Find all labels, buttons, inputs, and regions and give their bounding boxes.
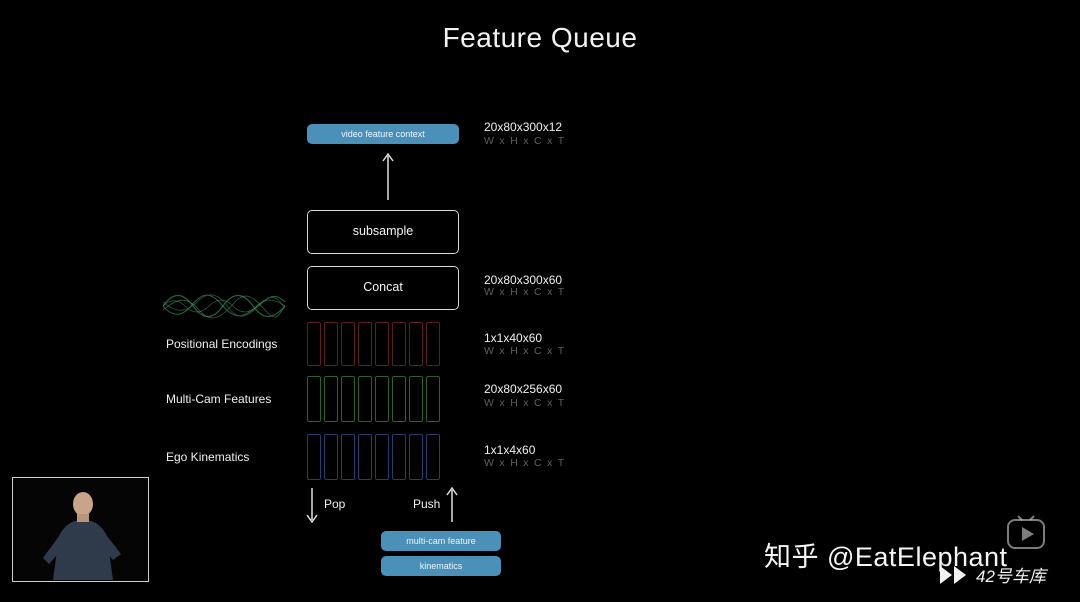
pop-label: Pop [324,497,346,511]
play-logo-icon [1007,515,1045,549]
ego-kinematics-cell [324,434,338,480]
output-label: video feature context [341,129,425,139]
row-dims-ego-kinematics: 1x1x4x60 [484,443,536,457]
multi-cam-feature-cell [307,376,321,422]
speaker-video-inset [12,477,149,582]
row-dims-axes-positional-encodings: W x H x C x T [484,345,566,357]
ego-kinematics-queue [307,434,440,480]
slide-title: Feature Queue [442,22,638,53]
input-multi-cam-feature: multi-cam feature [381,531,501,551]
concat-dims: 20x80x300x60 [484,273,563,287]
multi-cam-feature-cell [375,376,389,422]
ego-kinematics-cell [409,434,423,480]
garage-watermark-text: 42号车库 [976,567,1046,586]
subsample-box: subsample [307,210,459,254]
multi-cam-features-queue [307,376,440,422]
arrow-up-to-output [382,152,394,200]
ego-kinematics-cell [426,434,440,480]
multi-cam-feature-cell [426,376,440,422]
row-dims-positional-encodings: 1x1x40x60 [484,331,543,345]
push-label: Push [413,497,441,511]
multi-cam-feature-cell [358,376,372,422]
zhihu-watermark: 知乎 @EatElephant [764,542,1008,572]
multi-cam-feature-cell [392,376,406,422]
concat-box: Concat [307,266,459,310]
concat-dims-axes: W x H x C x T [484,286,566,298]
positional-encoding-cell [324,322,338,366]
row-label-positional-encodings: Positional Encodings [166,337,278,351]
positional-encodings-queue [307,322,440,366]
positional-encoding-cell [307,322,321,366]
input-label-kinematics: kinematics [419,561,463,571]
output-dims: 20x80x300x12 [484,120,563,134]
speaker-figure-icon [43,492,121,580]
input-label-multi-cam-feature: multi-cam feature [406,536,476,546]
output-dims-axes: W x H x C x T [484,135,566,147]
positional-encoding-cell [426,322,440,366]
ego-kinematics-cell [341,434,355,480]
garage-logo-icon [940,566,966,584]
positional-encoding-cell [341,322,355,366]
input-kinematics: kinematics [381,556,501,576]
ego-kinematics-cell [307,434,321,480]
ego-kinematics-cell [358,434,372,480]
row-dims-axes-ego-kinematics: W x H x C x T [484,457,566,469]
subsample-label: subsample [352,224,414,238]
row-dims-multi-cam-features: 20x80x256x60 [484,382,563,396]
ego-kinematics-cell [392,434,406,480]
multi-cam-feature-cell [324,376,338,422]
multi-cam-feature-cell [341,376,355,422]
arrow-up-push [446,486,458,522]
row-label-ego-kinematics: Ego Kinematics [166,450,250,464]
row-dims-axes-multi-cam-features: W x H x C x T [484,397,566,409]
positional-encoding-cell [409,322,423,366]
arrow-down-pop [306,488,318,524]
output-video-feature-context: video feature context [307,124,459,144]
ego-kinematics-cell [375,434,389,480]
positional-encoding-waves-icon [163,294,285,319]
concat-label: Concat [363,280,403,294]
positional-encoding-cell [358,322,372,366]
row-label-multi-cam-features: Multi-Cam Features [166,392,272,406]
positional-encoding-cell [375,322,389,366]
positional-encoding-cell [392,322,406,366]
multi-cam-feature-cell [409,376,423,422]
